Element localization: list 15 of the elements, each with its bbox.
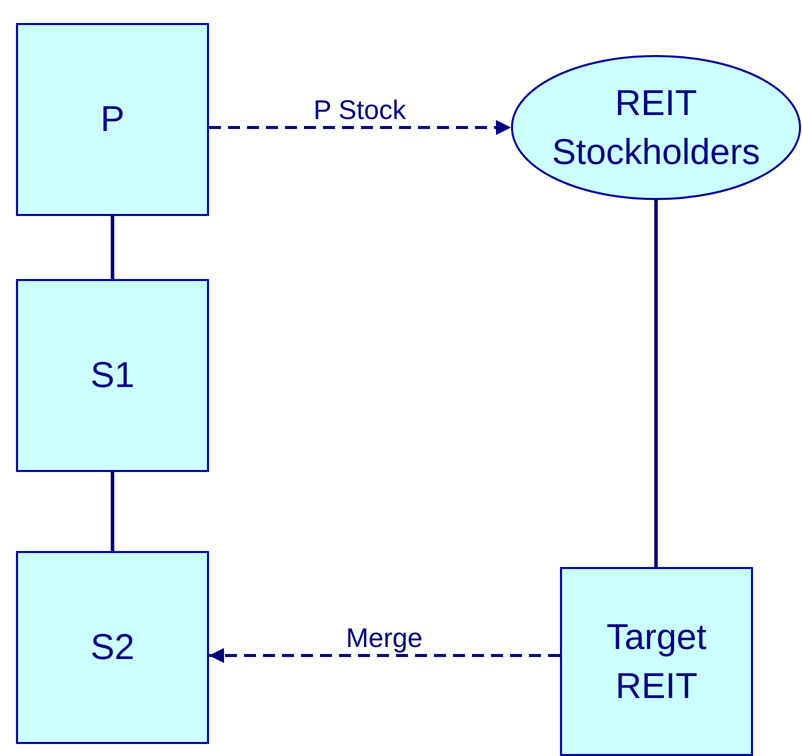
process-box (16, 551, 209, 744)
node-label: S1 (89, 353, 136, 398)
node-label: P (99, 97, 126, 142)
node-label: Target REIT (605, 614, 708, 708)
node-label: REIT Stockholders (550, 80, 762, 174)
process-box (16, 279, 209, 472)
process-box (560, 567, 753, 756)
ellipse-node (511, 55, 801, 200)
dashed-arrow (209, 648, 560, 663)
node-label: S2 (89, 625, 136, 670)
process-box (16, 23, 209, 216)
connector-line (110, 216, 114, 279)
dashed-arrow (209, 120, 511, 135)
connector-line (654, 200, 658, 567)
connector-line (110, 472, 114, 551)
